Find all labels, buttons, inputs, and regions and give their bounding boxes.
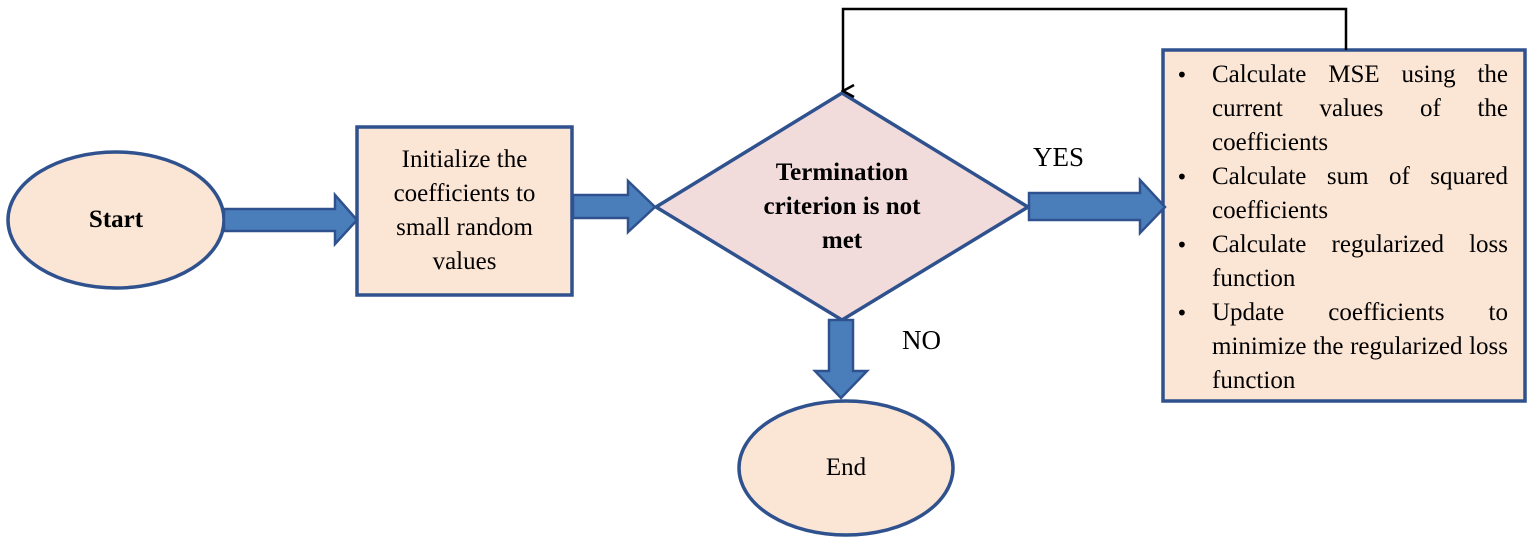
initialize-node	[355, 125, 574, 297]
process-node	[1161, 48, 1527, 403]
process-step-text: Calculate regularized loss function	[1212, 231, 1508, 292]
no-label: NO	[902, 325, 941, 355]
bullet-icon: •	[1176, 233, 1188, 257]
initialize-label: Initialize the coefficients to small ran…	[393, 146, 536, 275]
arrow-initialize-to-decision	[571, 178, 657, 235]
process-step: • Calculate sum of squared coefficients	[1176, 160, 1508, 228]
arrow-start-to-initialize	[222, 191, 359, 248]
arrow-decision-to-process	[1027, 176, 1167, 237]
process-step-text: Calculate sum of squared coefficients	[1212, 163, 1508, 224]
bullet-icon: •	[1176, 63, 1188, 87]
process-steps-list: • Calculate MSE using the current values…	[1176, 58, 1508, 398]
process-step: • Calculate MSE using the current values…	[1176, 58, 1508, 160]
process-step: • Calculate regularized loss function	[1176, 228, 1508, 296]
start-label: Start	[88, 206, 144, 233]
bullet-icon: •	[1176, 165, 1188, 189]
process-step: • Update coefficients to minimize the re…	[1176, 296, 1508, 398]
end-node	[737, 399, 955, 537]
bullet-icon: •	[1176, 301, 1188, 325]
process-step-text: Update coefficients to minimize the regu…	[1212, 299, 1508, 394]
end-label: End	[825, 454, 867, 481]
loop-back-connector	[843, 7, 1348, 91]
process-step-text: Calculate MSE using the current values o…	[1212, 61, 1508, 156]
yes-label: YES	[1033, 142, 1085, 172]
arrow-decision-to-end	[812, 318, 870, 400]
decision-label: Termination criterion is not met	[763, 159, 921, 254]
